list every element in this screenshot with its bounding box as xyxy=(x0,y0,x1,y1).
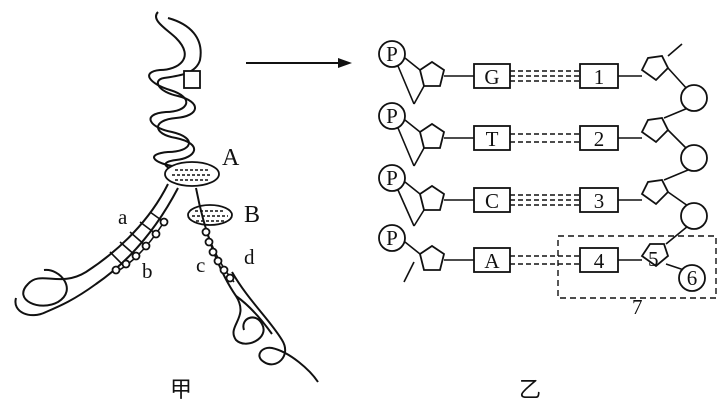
base-1: 1 xyxy=(594,65,605,89)
strand-b-label: b xyxy=(142,259,153,283)
arrow xyxy=(246,58,352,68)
nucleotide-7-label: 7 xyxy=(632,295,643,319)
right-branch-inner xyxy=(232,272,318,382)
helix-marker xyxy=(184,71,200,88)
svg-text:P: P xyxy=(386,104,398,128)
hydrogen-bonds xyxy=(510,71,580,264)
base-2: 2 xyxy=(594,127,605,151)
enzyme-A-ellipse xyxy=(165,162,219,186)
svg-text:P: P xyxy=(386,226,398,250)
base-T: T xyxy=(486,127,499,151)
phosphate-6-label: 6 xyxy=(687,266,698,290)
left-base-column: G T C A xyxy=(474,64,510,273)
base-3: 3 xyxy=(594,189,605,213)
strand-a-label: a xyxy=(118,205,128,229)
base-4: 4 xyxy=(594,249,605,273)
caption-yi: 乙 xyxy=(519,372,541,404)
caption-jia: 甲 xyxy=(170,372,192,404)
base-G: G xyxy=(484,65,499,89)
replication-fork-diagram: A a b B xyxy=(15,12,318,382)
base-C: C xyxy=(485,189,499,213)
right-new-strand xyxy=(203,228,235,282)
right-phosphate-group xyxy=(679,85,707,291)
left-sugar-chain xyxy=(398,58,444,282)
enzyme-B-ellipse xyxy=(188,205,232,225)
right-branch-tail xyxy=(236,296,272,334)
enzyme-A-label: A xyxy=(222,145,240,171)
base-A: A xyxy=(484,249,500,273)
enzyme-B-label: B xyxy=(244,202,260,228)
dna-segment-diagram: P P P P xyxy=(379,41,716,319)
strand-c-label: c xyxy=(196,253,205,277)
svg-text:P: P xyxy=(386,42,398,66)
parent-strand-1 xyxy=(149,12,189,170)
sugar-5-label: 5 xyxy=(648,247,659,271)
strand-d-label: d xyxy=(244,245,255,269)
right-base-column: 1 2 3 4 xyxy=(580,64,618,273)
svg-text:P: P xyxy=(386,166,398,190)
